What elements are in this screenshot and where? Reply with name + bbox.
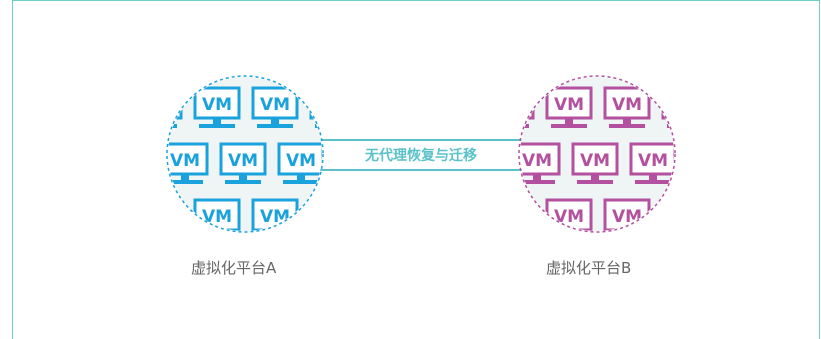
platform-a-vm-label: VM	[170, 151, 200, 171]
platform-b-vm-label: VM	[670, 207, 700, 227]
platform-b-vm-monitor-icon: VM	[571, 142, 619, 184]
platform-b-vm-monitor-icon: VM	[545, 86, 593, 128]
platform-b-cluster: VM VM VM VM VM VM VM VM VM VM VM VM VM VM VM	[496, 75, 791, 240]
platform-b-vm-label: VM	[496, 95, 526, 115]
platform-b-vm-monitor-icon: VM	[603, 198, 651, 231]
platform-b-vm-label: VM	[638, 151, 668, 171]
platform-a-vm-monitor-icon: VM	[193, 86, 241, 128]
platform-a-vm-monitor-icon: VM	[193, 198, 241, 231]
platform-b-vm-label: VM	[696, 151, 726, 171]
platform-a-vm-monitor-icon: VM	[309, 198, 348, 231]
platform-a-vm-monitor-icon: VM	[369, 88, 413, 128]
platform-a-vm-label: VM	[202, 207, 232, 227]
platform-b-vm-grid: VM VM VM VM VM VM VM VM VM VM VM VM VM VM VM	[496, 86, 791, 240]
platform-a-vm-label: VM	[202, 95, 232, 115]
platform-b-vm-monitor-icon: VM	[721, 200, 765, 240]
platform-a-vm-label: VM	[260, 95, 290, 115]
diagram-frame	[12, 0, 820, 339]
platform-a-vm-label: VM	[376, 95, 406, 115]
platform-a-vm-monitor-icon: VM	[309, 86, 348, 128]
platform-b-vm-monitor-icon: VM	[689, 144, 733, 184]
platform-b-vm-label: VM	[554, 207, 584, 227]
platform-a-vm-label: VM	[376, 207, 406, 227]
platform-b-vm-label: VM	[612, 207, 642, 227]
platform-a-vm-label: VM	[228, 151, 258, 171]
platform-b-vm-monitor-icon: VM	[545, 198, 593, 231]
platform-b-vm-monitor-icon: VM	[661, 198, 700, 231]
platform-a-label: 虚拟化平台A	[191, 259, 277, 277]
platform-a-vm-monitor-icon: VM	[144, 198, 183, 231]
platform-b-vm-monitor-icon: VM	[629, 142, 674, 184]
platform-b-vm-label: VM	[496, 207, 526, 227]
platform-b-vm-label: VM	[728, 207, 758, 227]
platform-a-vm-label: VM	[318, 95, 348, 115]
platform-a-vm-monitor-icon: VM	[369, 200, 413, 240]
platform-b-label: 虚拟化平台B	[546, 259, 632, 277]
platform-b-vm-label: VM	[728, 95, 758, 115]
platform-b-vm-label: VM	[522, 151, 552, 171]
platform-a-vm-monitor-icon: VM	[251, 198, 299, 231]
platform-a-vm-monitor-icon: VM	[168, 142, 209, 184]
platform-a-vm-monitor-icon: VM	[251, 86, 299, 128]
platform-a-vm-label: VM	[144, 95, 174, 115]
migration-link: 无代理恢复与迁移	[317, 139, 525, 171]
platform-b-vm-label: VM	[612, 95, 642, 115]
platform-b-vm-monitor-icon: VM	[496, 198, 535, 231]
platform-b-vm-monitor-icon: VM	[721, 88, 765, 128]
platform-a-vm-label: VM	[318, 207, 348, 227]
platform-b-vm-label: VM	[580, 151, 610, 171]
platform-a-vm-label: VM	[260, 207, 290, 227]
platform-a-vm-label: VM	[144, 207, 174, 227]
platform-a-vm-label: VM	[286, 151, 316, 171]
platform-b-vm-label: VM	[754, 151, 784, 171]
platform-b-vm-monitor-icon: VM	[747, 144, 791, 184]
platform-a-circle-border	[166, 75, 324, 233]
migration-link-label: 无代理恢复与迁移	[364, 147, 477, 164]
platform-b-vm-monitor-icon: VM	[603, 86, 651, 128]
platform-b-vm-label: VM	[670, 95, 700, 115]
platform-b-vm-monitor-icon: VM	[520, 142, 561, 184]
platform-a-vm-monitor-icon: VM	[277, 142, 322, 184]
platform-a-vm-monitor-icon: VM	[219, 142, 267, 184]
platform-b-vm-monitor-icon: VM	[661, 86, 700, 128]
platform-b-circle-border	[518, 75, 676, 233]
platform-b-vm-label: VM	[554, 95, 584, 115]
